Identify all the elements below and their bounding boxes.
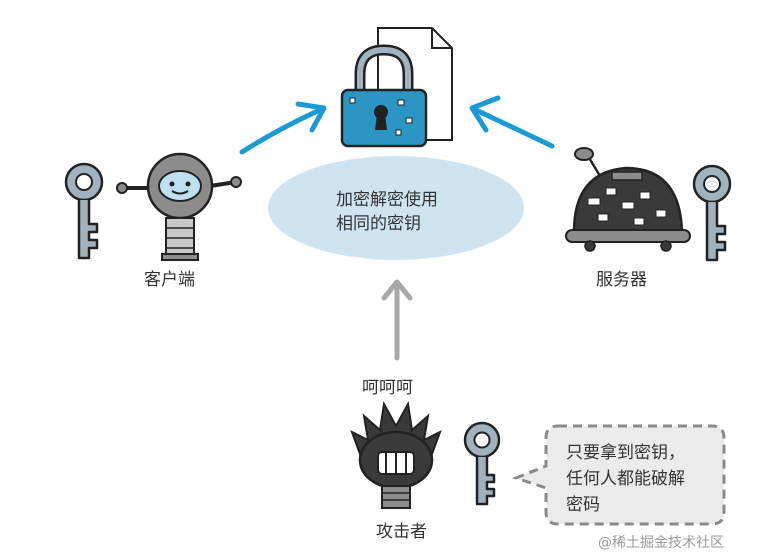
client-label: 客户端 [144, 270, 195, 290]
bubble-line: 任何人都能破解 [566, 469, 685, 489]
center-caption-line: 加密解密使用 [336, 190, 438, 210]
client-to-lock-arrow [239, 101, 327, 155]
watermark: @稀土掘金技术社区 [598, 535, 724, 551]
attacker-icon [350, 400, 442, 509]
speech-bubble-icon [511, 424, 726, 526]
attacker-laugh: 呵呵呵 [362, 378, 413, 398]
key-icon [463, 421, 501, 506]
key-icon [692, 164, 732, 262]
attacker-to-ellipse-arrow [381, 279, 413, 361]
bubble-line: 密码 [566, 495, 600, 515]
center-caption: 加密解密使用 相同的密钥 [336, 188, 438, 236]
center-caption-line: 相同的密钥 [336, 214, 421, 234]
bubble-line: 只要拿到密钥， [566, 443, 685, 463]
key-icon [64, 162, 104, 260]
shared-key-ellipse [268, 156, 524, 260]
padlock-icon [340, 44, 428, 148]
server-robot-icon [565, 147, 691, 252]
bubble-text: 只要拿到密钥， 任何人都能破解 密码 [566, 440, 685, 518]
server-to-lock-arrow [469, 95, 555, 149]
attacker-label: 攻击者 [376, 522, 427, 542]
server-label: 服务器 [596, 270, 647, 290]
client-robot-icon [116, 152, 242, 261]
